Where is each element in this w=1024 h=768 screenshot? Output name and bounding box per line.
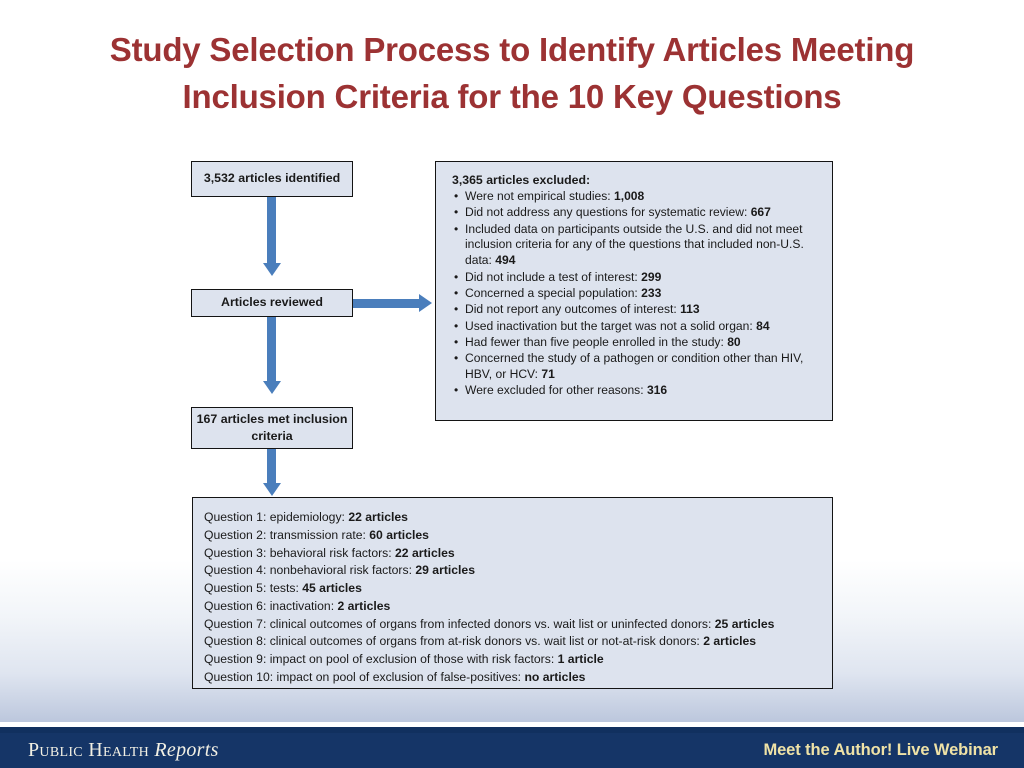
list-item: Question 6: inactivation: 2 articles [204,598,832,616]
excluded-reason-text: Used inactivation but the target was not… [465,318,757,333]
excluded-reason-value: 494 [495,253,516,268]
list-item: Question 2: transmission rate: 60 articl… [204,527,832,545]
flow-box-articles-reviewed: Articles reviewed [191,289,353,317]
publication-logo: Public Health Reports [28,739,219,762]
excluded-reason-item: • Used inactivation but the target was no… [448,319,820,335]
excluded-reason-text: Included data on participants outside th… [465,221,804,268]
question-value: 2 articles [703,634,757,649]
bullet-icon: • [454,351,459,366]
connector-line-reviewed-to-excluded [353,298,419,308]
key-questions-panel: Question 1: epidemiology: 22 articles Qu… [192,497,833,689]
excluded-reason-value: 299 [641,269,662,284]
flow-box-articles-met-criteria: 167 articles met inclusion criteria [191,407,353,449]
excluded-reason-value: 667 [750,205,771,220]
publication-logo-secondary: Reports [154,739,219,761]
excluded-reason-item: • Were excluded for other reasons: 316 [448,383,820,399]
bullet-icon: • [454,285,459,300]
connector-line-reviewed-to-met [267,317,276,381]
question-value: no articles [524,669,586,684]
excluded-panel-heading: 3,365 articles excluded: [452,173,591,187]
excluded-articles-panel: 3,365 articles excluded: • Were not empir… [435,161,833,421]
list-item: Question 9: impact on pool of exclusion … [204,651,832,669]
flow-box-articles-identified: 3,532 articles identified [191,161,353,197]
excluded-reason-value: 1,008 [614,189,645,203]
bullet-icon: • [454,318,459,333]
question-value: 25 articles [714,616,775,631]
question-value: 22 articles [348,510,408,524]
excluded-reason-text: Did not include a test of interest: [465,269,642,284]
excluded-reason-item: • Had fewer than five people enrolled in … [448,335,820,351]
question-value: 1 article [557,652,604,666]
excluded-reason-item: • Did not report any outcomes of interest… [448,302,820,318]
publication-logo-primary: Public Health [28,739,150,761]
arrow-down-icon-to-questions [262,483,281,496]
question-label: Question 4: nonbehavioral risk factors: [204,563,416,578]
excluded-reason-text: Were not empirical studies: [465,189,614,203]
footer-divider [0,722,1024,727]
excluded-reason-value: 84 [756,318,770,333]
excluded-reason-list: • Were not empirical studies: 1,008 • Did … [448,189,820,399]
list-item: Question 8: clinical outcomes of organs … [204,633,832,651]
arrow-right-icon-to-excluded [419,294,432,312]
excluded-reason-item: • Concerned the study of a pathogen or co… [448,351,820,383]
footer-accent-rule [0,727,1024,733]
key-questions-list: Question 1: epidemiology: 22 articles Qu… [204,509,832,687]
excluded-reason-item: • Were not empirical studies: 1,008 [448,189,820,205]
question-label: Question 8: clinical outcomes of organs … [204,634,704,649]
excluded-reason-value: 80 [727,334,741,349]
excluded-reason-item: • Did not include a test of interest: 299 [448,270,820,286]
excluded-reason-text: Were excluded for other reasons: [465,383,647,398]
question-label: Question 5: tests: [204,581,303,595]
question-label: Question 7: clinical outcomes of organs … [204,616,715,631]
bullet-icon: • [454,334,459,349]
bullet-icon: • [454,221,459,236]
excluded-reason-item: • Included data on participants outside t… [448,222,820,269]
excluded-reason-text: Concerned the study of a pathogen or con… [465,351,804,382]
excluded-reason-text: Did not report any outcomes of interest: [465,302,681,317]
question-value: 2 articles [337,598,391,613]
flow-box-articles-reviewed-label: Articles reviewed [221,295,323,310]
list-item: Question 3: behavioral risk factors: 22 … [204,545,832,563]
excluded-reason-text: Had fewer than five people enrolled in t… [465,334,728,349]
excluded-reason-value: 113 [680,302,700,317]
question-value: 45 articles [302,581,362,595]
bullet-icon: • [454,205,459,220]
bullet-icon: • [454,302,459,317]
question-label: Question 10: impact on pool of exclusion… [204,669,525,684]
question-value: 22 articles [395,545,455,560]
connector-line-identified-to-reviewed [267,197,276,263]
bullet-icon: • [454,189,459,203]
excluded-reason-item: • Did not address any questions for syste… [448,205,820,221]
question-label: Question 3: behavioral risk factors: [204,545,396,560]
question-label: Question 9: impact on pool of exclusion … [204,652,558,666]
list-item: Question 4: nonbehavioral risk factors: … [204,562,832,580]
list-item: Question 7: clinical outcomes of organs … [204,616,832,634]
list-item: Question 1: epidemiology: 22 articles [204,509,832,527]
footer-bar: Public Health Reports Meet the Author! L… [0,733,1024,768]
webinar-cta-link[interactable]: Meet the Author! Live Webinar [763,741,998,759]
question-label: Question 6: inactivation: [204,598,338,613]
question-label: Question 1: epidemiology: [204,510,349,524]
connector-line-met-to-questions [267,449,276,483]
excluded-reason-text: Concerned a special population: [465,285,642,300]
list-item: Question 5: tests: 45 articles [204,580,832,598]
question-value: 60 articles [369,527,429,542]
excluded-reason-value: 316 [646,383,668,398]
list-item: Question 10: impact on pool of exclusion… [204,669,832,687]
bullet-icon: • [454,383,459,398]
flow-box-articles-met-criteria-label: 167 articles met inclusion criteria [196,411,348,443]
arrow-down-icon-to-met [262,381,281,394]
flow-box-articles-identified-label: 3,532 articles identified [203,171,341,186]
excluded-reason-value: 233 [641,285,662,300]
excluded-reason-item: • Concerned a special population: 233 [448,286,820,302]
excluded-reason-value: 71 [541,367,555,382]
bullet-icon: • [454,269,459,284]
question-value: 29 articles [415,563,475,578]
excluded-reason-text: Did not address any questions for system… [465,205,751,220]
page-title: Study Selection Process to Identify Arti… [109,31,915,115]
arrow-down-icon-to-reviewed [262,263,281,276]
question-label: Question 2: transmission rate: [204,527,370,542]
